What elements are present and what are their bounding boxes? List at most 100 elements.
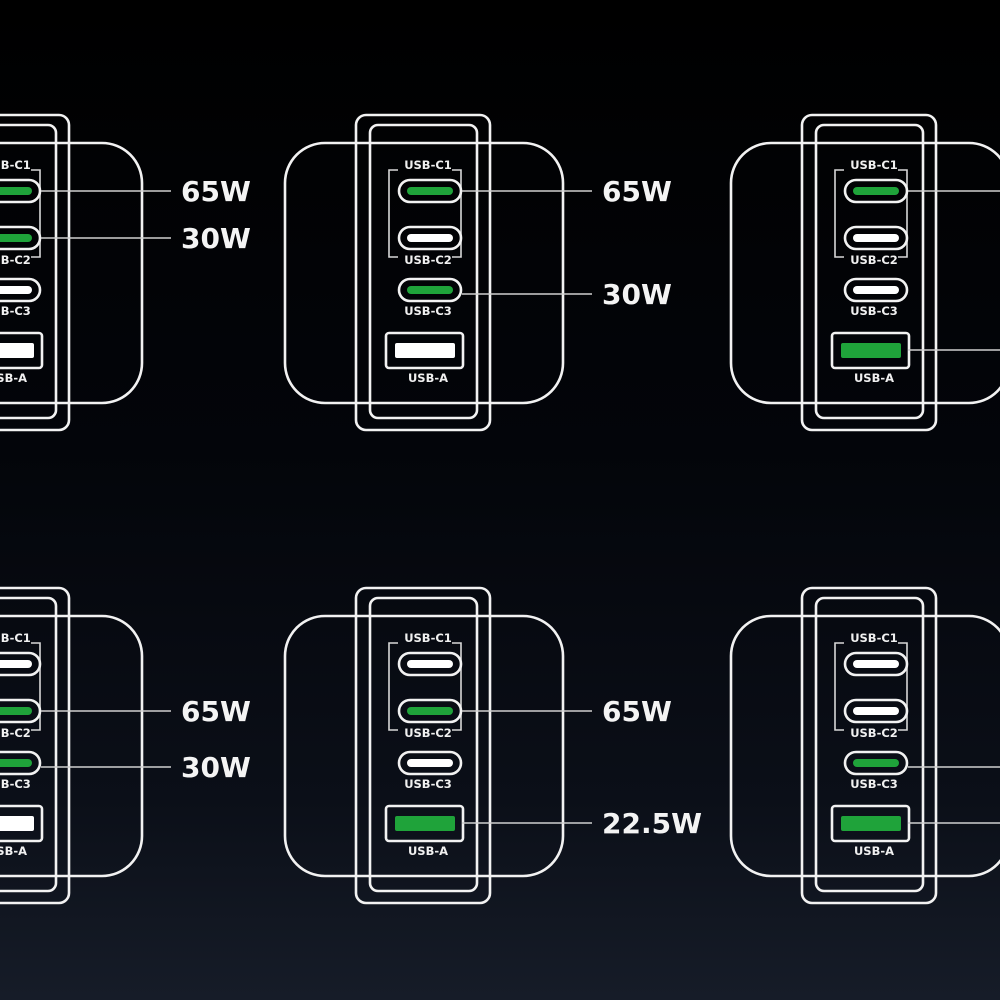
idle-port-indicator [407,660,453,668]
idle-port-indicator [0,343,34,358]
port-label-c3: USB-C3 [404,777,452,791]
charger-body [729,141,1000,405]
prong-plate-inner [0,596,58,893]
c1-c2-bracket [388,169,462,258]
prong-plate-inner [814,123,925,420]
port-label-c3: USB-C3 [0,304,31,318]
usb-c-port-icon [0,225,42,251]
usb-c-port-icon [843,698,909,724]
active-port-indicator [841,343,901,358]
c1-c2-bracket [388,642,462,731]
port-label-c1: USB-C1 [850,631,898,645]
usb-a-port-icon [0,804,44,843]
port-label-c1: USB-C1 [850,158,898,172]
port-label-c2: USB-C2 [850,253,898,267]
idle-port-indicator [0,660,32,668]
port-label-c2: USB-C2 [0,253,31,267]
c1-c2-bracket [31,642,41,731]
prong-plate-inner [814,596,925,893]
port-label-c1: USB-C1 [0,158,31,172]
usb-c-port-icon [0,178,42,204]
active-port-indicator [853,759,899,767]
idle-port-indicator [407,759,453,767]
active-port-indicator [853,187,899,195]
active-port-indicator [407,707,453,715]
idle-port-indicator [853,286,899,294]
port-label-c3: USB-C3 [850,304,898,318]
idle-port-indicator [395,343,455,358]
port-label-c3: USB-C3 [850,777,898,791]
usb-c-port-icon [397,277,463,303]
wattage-label: 30W [181,222,251,255]
usb-a-port-icon [0,331,44,370]
port-label-c2: USB-C2 [0,726,31,740]
idle-port-indicator [853,660,899,668]
charger-body [0,141,144,405]
port-label-a: USB-A [0,371,27,385]
port-label-c3: USB-C3 [0,777,31,791]
charger-body [0,614,144,878]
usb-a-port-icon [384,331,465,370]
charger-body [729,614,1000,878]
idle-port-indicator [853,707,899,715]
usb-c-port-icon [397,651,463,677]
prong-plate-inner [368,596,479,893]
prong-plate-outer [0,586,71,905]
port-label-c1: USB-C1 [404,158,452,172]
active-port-indicator [0,759,32,767]
wattage-label: 65W [181,175,251,208]
port-label-c2: USB-C2 [404,726,452,740]
port-label-a: USB-A [408,371,448,385]
prong-plate-inner [0,123,58,420]
usb-c-port-icon [0,651,42,677]
port-label-c2: USB-C2 [404,253,452,267]
active-port-indicator [0,707,32,715]
usb-c-port-icon [397,698,463,724]
active-port-indicator [395,816,455,831]
prong-plate-outer [354,586,492,905]
active-port-indicator [841,816,901,831]
port-label-a: USB-A [408,844,448,858]
port-label-a: USB-A [854,371,894,385]
usb-c-port-icon [843,225,909,251]
idle-port-indicator [0,816,34,831]
c1-c2-bracket [834,642,908,731]
port-label-c1: USB-C1 [0,631,31,645]
wattage-label: 65W [602,175,672,208]
idle-port-indicator [0,286,32,294]
port-label-a: USB-A [854,844,894,858]
prong-plate-outer [800,586,938,905]
usb-c-port-icon [0,698,42,724]
c1-c2-bracket [834,169,908,258]
port-label-a: USB-A [0,844,27,858]
charger-body [283,614,565,878]
port-label-c1: USB-C1 [404,631,452,645]
usb-c-port-icon [397,225,463,251]
port-label-c3: USB-C3 [404,304,452,318]
charger-body [283,141,565,405]
prong-plate-outer [354,113,492,432]
usb-c-port-icon [843,750,909,776]
active-port-indicator [407,187,453,195]
active-port-indicator [0,187,32,195]
port-label-c2: USB-C2 [850,726,898,740]
usb-c-port-icon [843,277,909,303]
usb-c-port-icon [0,277,42,303]
active-port-indicator [407,286,453,294]
usb-c-port-icon [397,178,463,204]
usb-c-port-icon [843,178,909,204]
prong-plate-outer [0,113,71,432]
wattage-label: 30W [602,278,672,311]
usb-c-port-icon [843,651,909,677]
idle-port-indicator [853,234,899,242]
usb-c-port-icon [397,750,463,776]
wattage-label: 65W [602,695,672,728]
wattage-label: 30W [181,751,251,784]
prong-plate-inner [368,123,479,420]
usb-c-port-icon [0,750,42,776]
